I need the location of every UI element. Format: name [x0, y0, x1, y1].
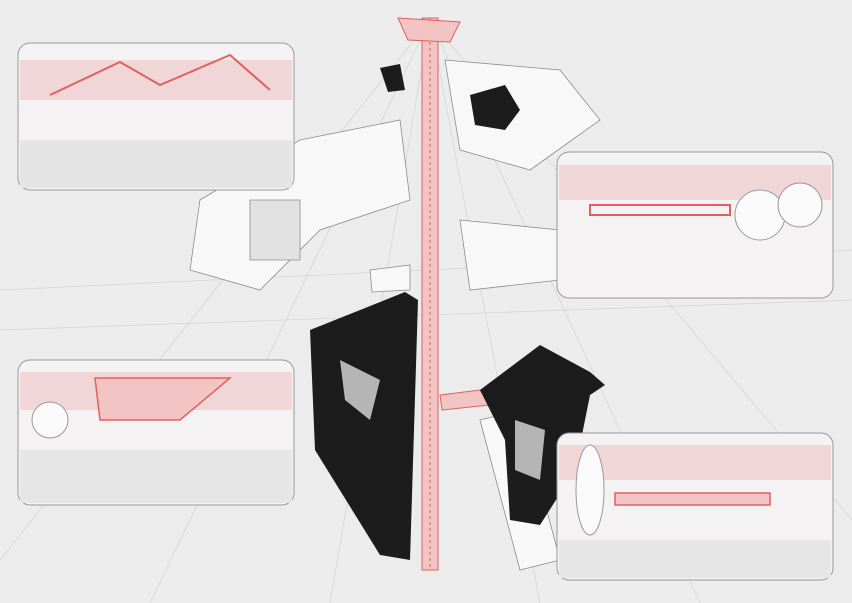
vignettes [17, 42, 834, 581]
vignette-garden-bridge [556, 151, 834, 299]
building-masses [189, 59, 601, 571]
black-mass-courtyards [340, 360, 545, 480]
central-spine [397, 17, 491, 571]
vignette-pavilion-sports [17, 42, 295, 191]
vignette-bridge-riverside [556, 432, 834, 581]
vignette-canopy-plaza [17, 359, 295, 506]
